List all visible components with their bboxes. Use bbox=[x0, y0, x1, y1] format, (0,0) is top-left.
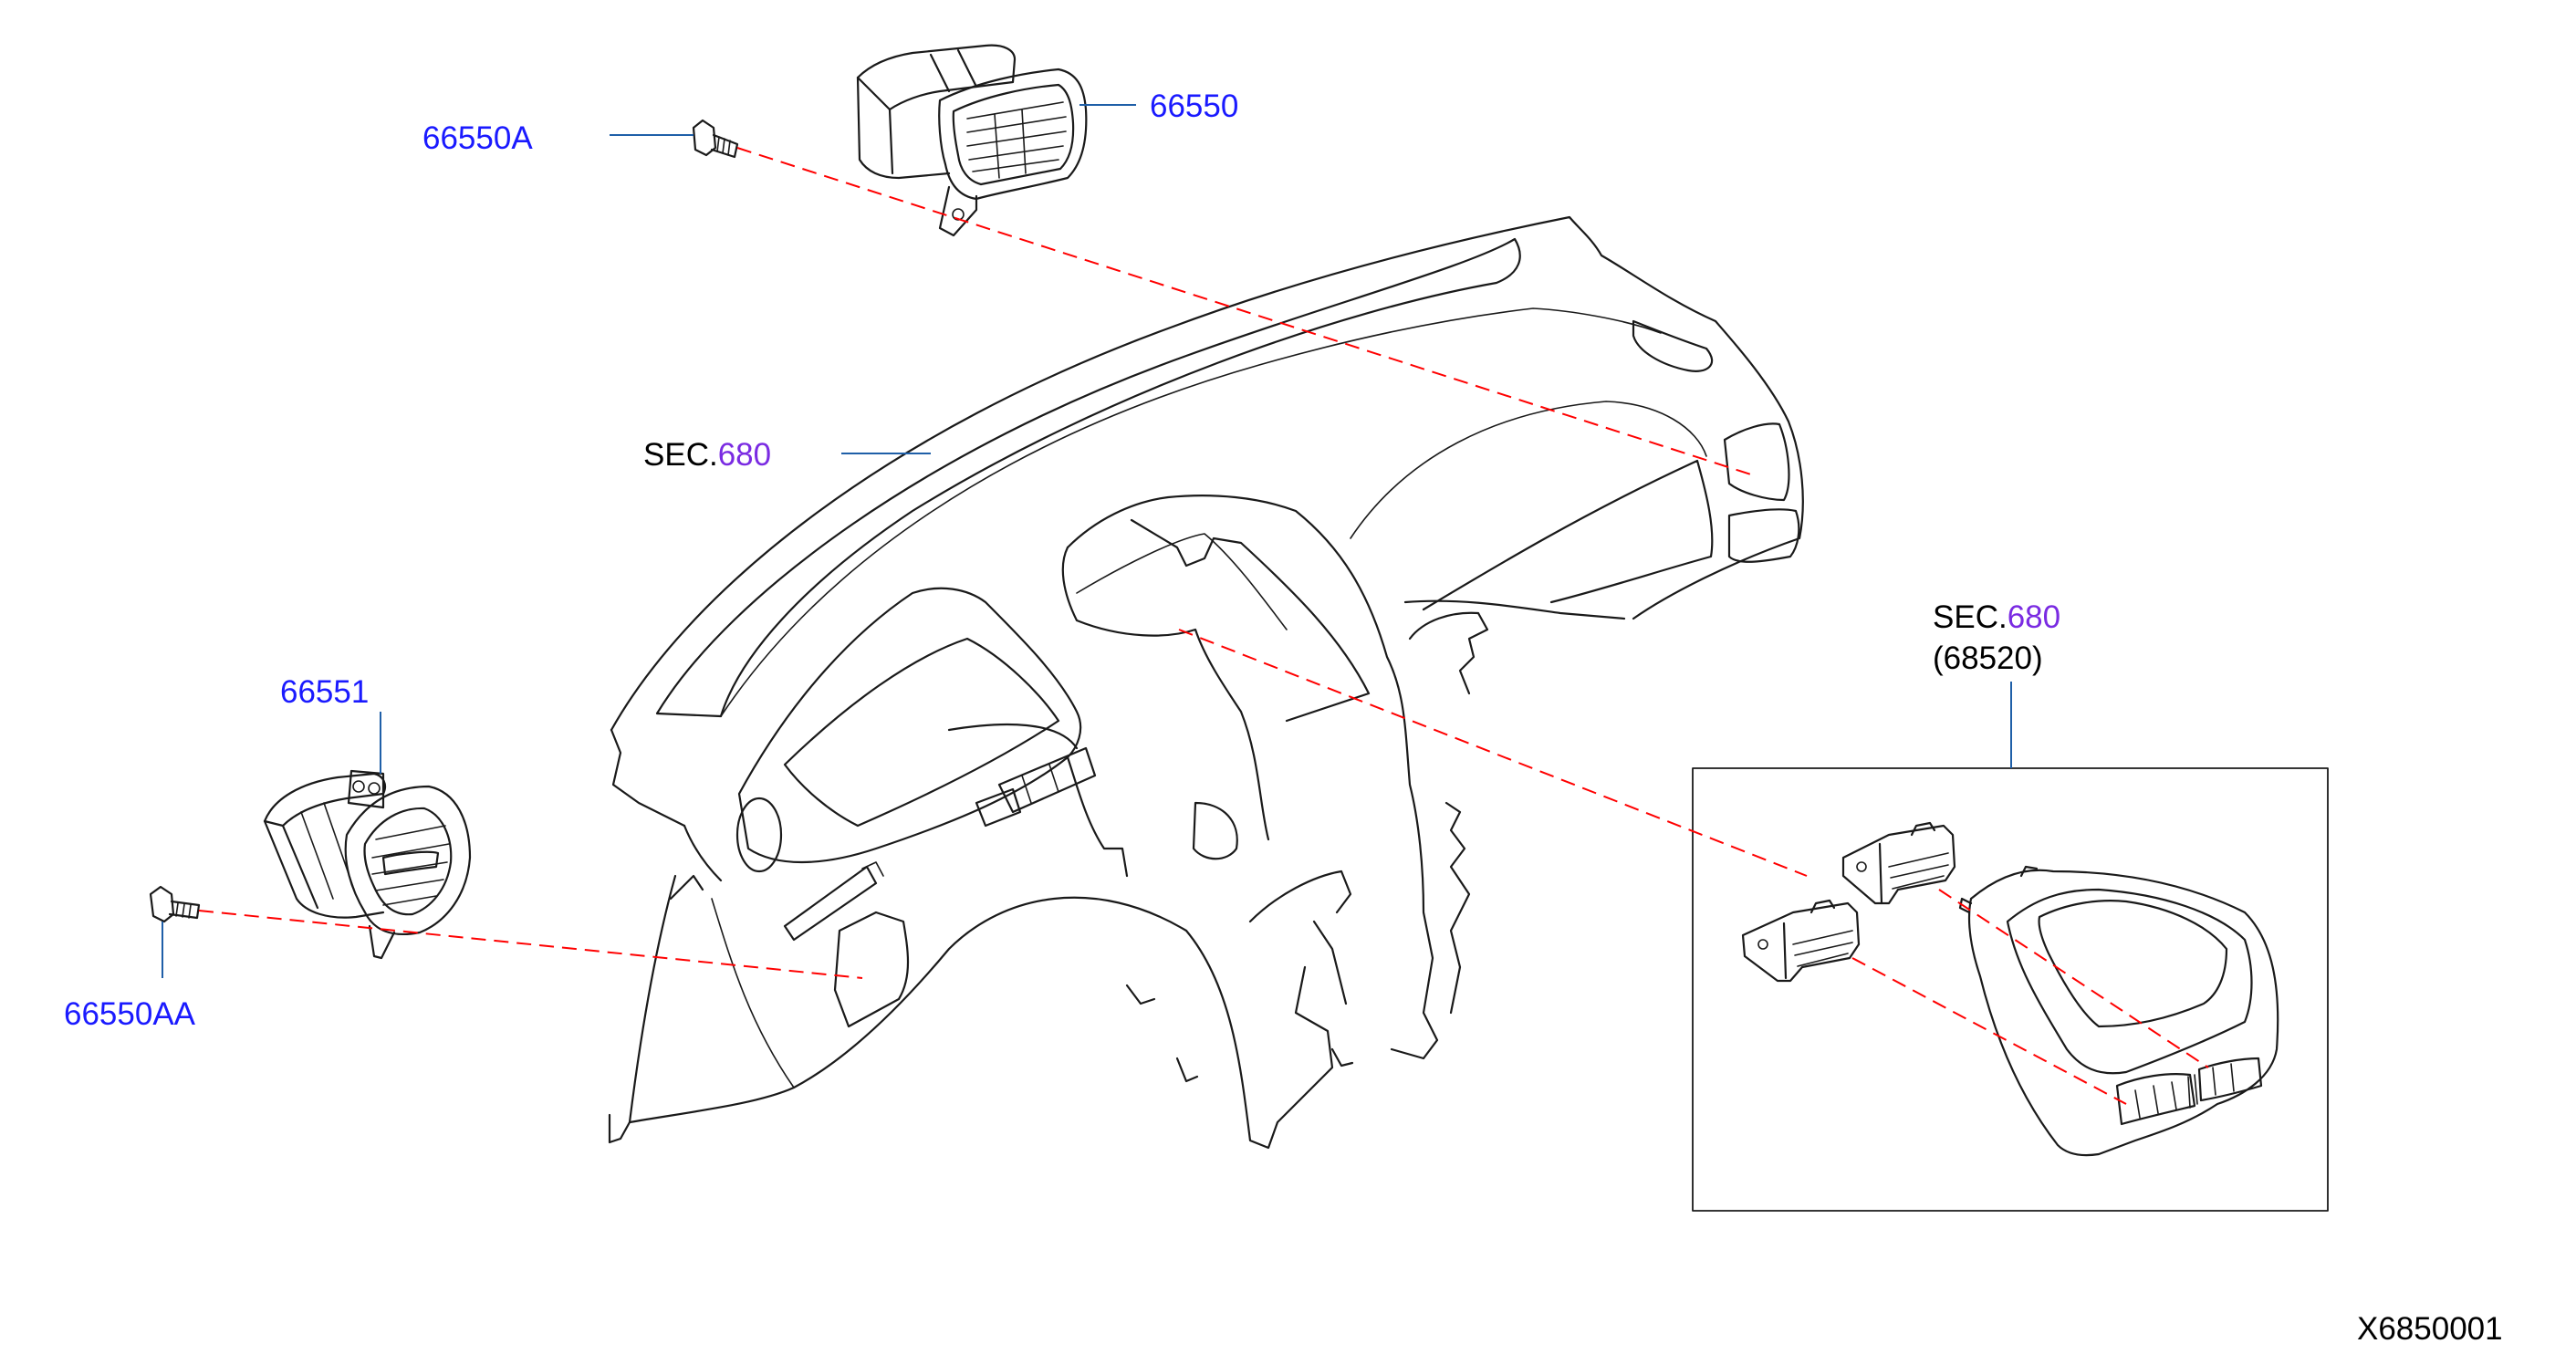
part-label-66550A: 66550A bbox=[422, 120, 533, 156]
dashed-line-inset-upper-vent bbox=[1938, 889, 2209, 1068]
instrument-panel-drawing bbox=[608, 215, 1804, 1150]
section-ref-main-prefix: SEC. bbox=[643, 437, 718, 473]
screw-66550AA-drawing bbox=[149, 885, 201, 923]
section-ref-inset: SEC.680 bbox=[1933, 599, 2060, 635]
screw-66550A-drawing bbox=[692, 119, 739, 159]
inset-center-cluster-drawing bbox=[1958, 865, 2279, 1157]
assembly-dashed-lines bbox=[198, 147, 2209, 1105]
part-label-66550: 66550 bbox=[1150, 89, 1238, 124]
center-vent-66550-drawing bbox=[856, 44, 1088, 237]
dashed-line-center-vent bbox=[736, 147, 1757, 477]
inset-frame bbox=[1692, 767, 2329, 1212]
dashed-line-inset-lower-vent bbox=[1851, 957, 2127, 1105]
inset-vent-lower-drawing bbox=[1741, 899, 1861, 983]
part-label-66550AA: 66550AA bbox=[64, 996, 196, 1032]
section-ref-main-number: 680 bbox=[718, 437, 771, 473]
leader-lines bbox=[162, 104, 2012, 978]
section-ref-main: SEC.680 bbox=[643, 437, 771, 473]
inset-vent-upper-drawing bbox=[1841, 821, 1956, 905]
part-label-66551: 66551 bbox=[280, 674, 369, 710]
section-ref-inset-number: 680 bbox=[2008, 599, 2060, 635]
drawing-id: X6850001 bbox=[2357, 1311, 2503, 1347]
section-ref-inset-prefix: SEC. bbox=[1933, 599, 2008, 635]
dashed-line-inset-pointer bbox=[1178, 629, 1808, 877]
dashed-line-side-vent bbox=[198, 910, 863, 979]
section-ref-inset-sub: (68520) bbox=[1933, 641, 2043, 676]
side-vent-66551-drawing bbox=[263, 769, 472, 960]
